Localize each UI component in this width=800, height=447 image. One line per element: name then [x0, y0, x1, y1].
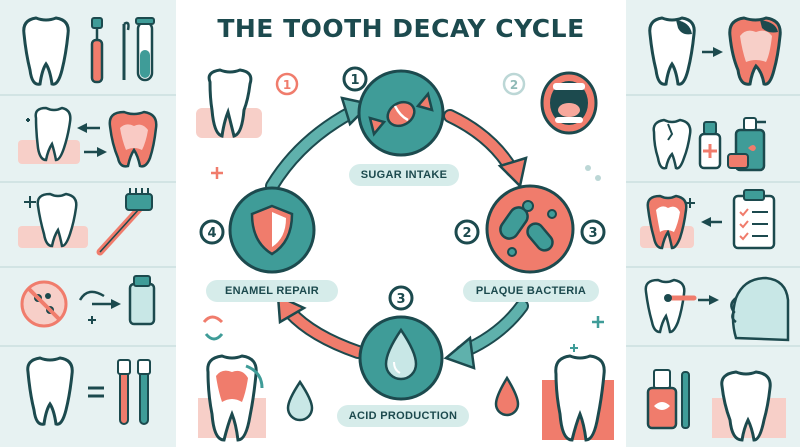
- gum-tooth-icon: [18, 106, 80, 164]
- tooth-with-probe-icon: [644, 278, 697, 334]
- stage-number: 4: [207, 226, 216, 241]
- toothpaste-icon: [128, 275, 156, 326]
- shield-icon: [250, 204, 294, 256]
- side-number: 1: [283, 78, 291, 92]
- stage-1-label: SUGAR INTAKE: [349, 164, 459, 186]
- decayed-tooth-icon: [198, 354, 266, 442]
- swoosh-arrow-icon: [78, 290, 121, 324]
- candy-icon: [368, 91, 434, 137]
- tooth-icon: [22, 16, 70, 86]
- tooth-icon: [26, 356, 74, 426]
- decayed-tooth-icon: [108, 110, 158, 168]
- plus-sign-icon: [211, 167, 223, 179]
- bacteria-icon: [499, 200, 557, 257]
- side-number-badge: 2: [502, 72, 526, 96]
- stage-number: 1: [350, 73, 359, 88]
- tooth-in-gum-icon: [712, 370, 786, 442]
- acid-drop-icon: [494, 375, 520, 417]
- dropper-icon: [698, 121, 722, 170]
- water-drop-icon: [384, 327, 418, 381]
- stage-3-label: ACID PRODUCTION: [337, 405, 469, 427]
- right-divider: [626, 345, 800, 347]
- right-divider: [626, 94, 800, 96]
- right-divider: [626, 266, 800, 268]
- stage-3-node: [358, 315, 444, 401]
- water-drop-icon: [286, 379, 314, 422]
- equals-sign-icon: [88, 386, 104, 398]
- toothbrush-icon: [117, 359, 131, 425]
- side-number: 2: [510, 78, 518, 92]
- stage-2-number-badge: 2: [454, 219, 480, 245]
- plus-sign-icon: [570, 316, 604, 352]
- decayed-tooth-icon: [728, 16, 782, 86]
- swirl-decoration: [202, 315, 224, 341]
- left-divider: [0, 94, 176, 96]
- toothbrush-icon: [137, 359, 151, 425]
- cycle-arrow-2-to-3: [443, 299, 529, 370]
- damaged-tooth-icon: [640, 194, 695, 250]
- side-number: 3: [588, 226, 597, 241]
- stage-number: 3: [396, 292, 405, 307]
- cycle-arrow-1-to-2: [443, 109, 528, 189]
- jar-icon: [727, 153, 749, 169]
- tooth-with-gum-icon: [196, 68, 262, 138]
- open-mouth-icon: [540, 71, 598, 135]
- cracked-tooth-icon: [652, 118, 692, 170]
- stage-1-node: [357, 69, 445, 157]
- sparkle-icon: [24, 196, 36, 208]
- tooth-in-gum-icon: [542, 354, 614, 442]
- stage-3-number-badge: 3: [388, 285, 414, 311]
- stage-2-label: PLAQUE BACTERIA: [463, 280, 599, 302]
- dental-tool-icon: [90, 17, 104, 84]
- no-bacteria-icon: [20, 280, 68, 328]
- probe-tool-icon: [122, 21, 130, 80]
- stage-1-number-badge: 1: [342, 66, 368, 92]
- left-divider: [0, 266, 176, 268]
- cavity-tooth-icon: [648, 16, 696, 86]
- toothbrush-icon: [96, 188, 153, 256]
- left-divider: [0, 181, 176, 183]
- stage-4-number-badge: 4: [199, 219, 225, 245]
- toothbrush-icon: [681, 371, 690, 429]
- clipboard-icon: [732, 189, 776, 250]
- test-tube-icon: [135, 17, 155, 82]
- stage-4-node: [228, 186, 316, 274]
- left-divider: [0, 345, 176, 347]
- stage-2-node: [485, 184, 575, 274]
- side-number-badge: 1: [275, 72, 299, 96]
- stage-number: 2: [462, 226, 471, 241]
- cycle-arrow-3-to-4: [276, 293, 365, 359]
- medicine-bottle-icon: [646, 369, 678, 430]
- person-head-icon: [730, 276, 790, 342]
- dots-decoration: [585, 165, 601, 181]
- right-divider: [626, 181, 800, 183]
- stage-4-label: ENAMEL REPAIR: [206, 280, 338, 302]
- page-title: THE TOOTH DECAY CYCLE: [217, 14, 585, 43]
- bacteria-right-number-badge: 3: [580, 219, 606, 245]
- clean-tooth-icon: [18, 192, 88, 248]
